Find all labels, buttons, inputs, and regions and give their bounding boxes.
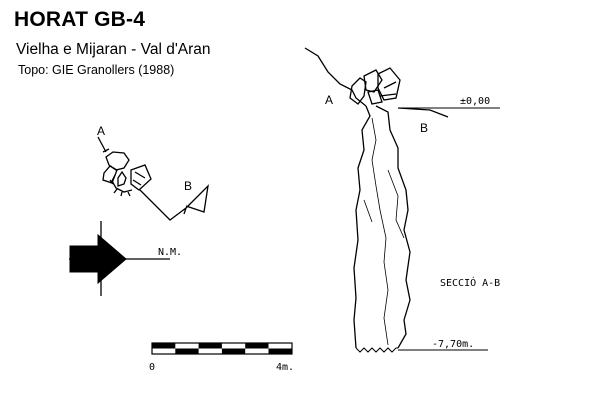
- plan-point-b: B: [184, 179, 192, 193]
- scale-end-label: 4m.: [276, 362, 294, 373]
- plan-entrance-blocks: [102, 151, 152, 197]
- section-point-a: A: [325, 93, 333, 107]
- survey-credit: Topo: GIE Granollers (1988): [18, 63, 175, 77]
- section-point-b: B: [420, 121, 428, 135]
- bottom-level-label: -7,70m.: [432, 339, 474, 350]
- north-arrow: [69, 221, 170, 296]
- section-label: SECCIÓ A-B: [440, 276, 500, 289]
- shaft-floor: [355, 347, 398, 353]
- north-label: N.M.: [158, 247, 182, 258]
- top-level-label: ±0,00: [460, 96, 490, 107]
- shaft-wall-left: [353, 105, 371, 349]
- shaft-wall-right: [375, 105, 411, 349]
- scale-bar: [151, 342, 293, 355]
- plan-line-a: [97, 136, 107, 153]
- plan-view: [97, 136, 209, 221]
- shaft-inner-ledge: [371, 117, 389, 346]
- scale-start-label: 0: [149, 362, 155, 373]
- section-entrance-blocks: [349, 67, 401, 105]
- plan-traverse-line: [139, 184, 209, 221]
- cave-title: HORAT GB-4: [14, 8, 146, 31]
- surface-right: [397, 107, 449, 118]
- section-view: [304, 47, 500, 353]
- plan-tick-a: [102, 148, 110, 153]
- shaft-detail-lines: [363, 169, 405, 239]
- location-subtitle: Vielha e Mijaran - Val d'Aran: [16, 41, 211, 58]
- north-arrow-icon: [69, 233, 127, 285]
- surface-left: [304, 47, 367, 107]
- plan-point-a: A: [97, 124, 105, 138]
